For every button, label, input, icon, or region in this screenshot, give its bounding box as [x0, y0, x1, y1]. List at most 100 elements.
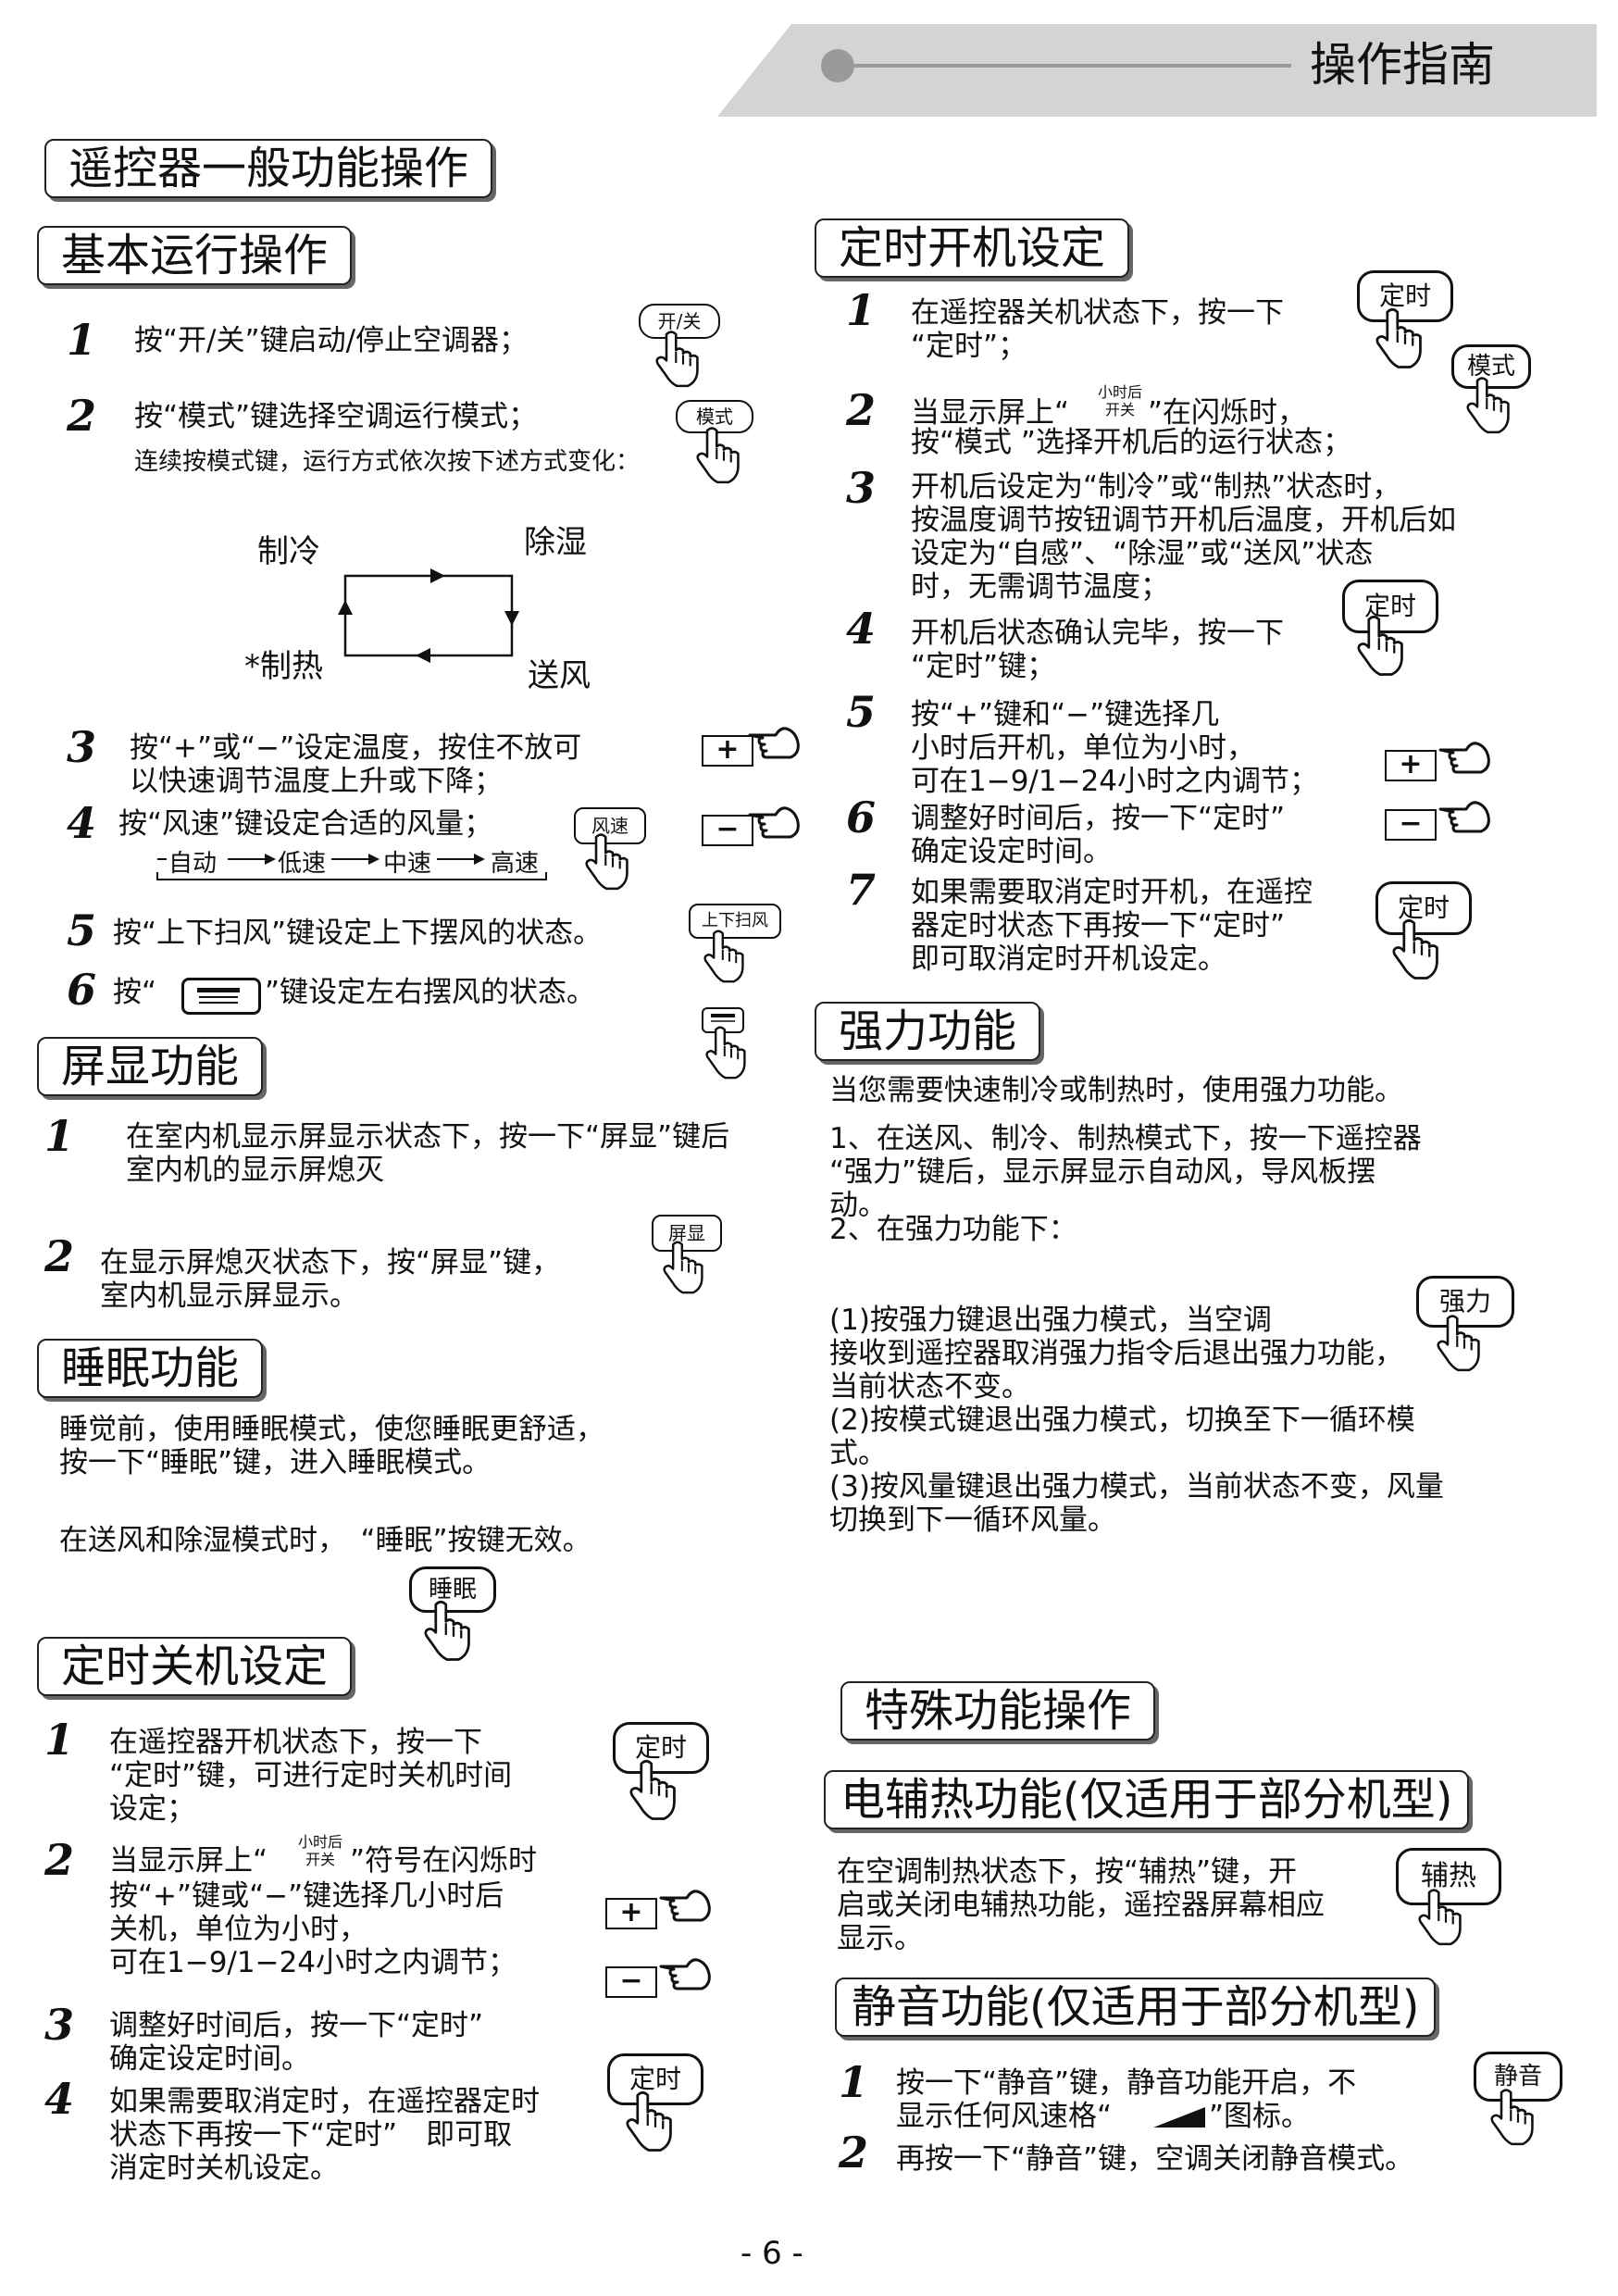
hand-press-icon — [705, 1026, 746, 1079]
timer-on-step-2-a: 当显示屏上“ — [911, 396, 1070, 430]
step-number: 2 — [67, 391, 97, 441]
plus-key[interactable]: + — [605, 1898, 657, 1929]
section-turbo-title: 强力功能 — [815, 1002, 1041, 1061]
timer-key-label[interactable]: 定时 — [607, 2053, 703, 2105]
pointing-hand-icon — [1438, 801, 1490, 833]
timer-on-step-4: 开机后状态确认完毕，按一下 “定时”键； — [911, 617, 1284, 683]
pointing-hand-icon — [659, 1958, 711, 1990]
step-number: 1 — [67, 315, 97, 365]
hours-onoff-icon: 小时后 开关 — [292, 1833, 348, 1868]
timer-key-label[interactable]: 定时 — [613, 1722, 709, 1774]
hand-press-icon — [1418, 1889, 1462, 1946]
hand-press-icon — [663, 1241, 703, 1294]
step-number: 1 — [44, 1715, 75, 1765]
timer-on-step-2-b: ”在闪烁时， — [1148, 396, 1307, 430]
step-number: 2 — [839, 2128, 869, 2177]
hand-press-icon — [1466, 377, 1510, 434]
minus-key[interactable]: − — [702, 815, 753, 846]
display-key-label[interactable]: 屏显 — [652, 1215, 722, 1252]
cycle-fan: 送风 — [528, 657, 591, 694]
hand-press-icon — [1392, 918, 1438, 980]
step-number: 5 — [67, 905, 97, 955]
swing-key-label[interactable]: 上下扫风 — [689, 904, 781, 939]
step-number: 4 — [44, 2074, 75, 2124]
sleep-key-label[interactable]: 睡眠 — [409, 1566, 496, 1613]
fan-speed-key-label[interactable]: 风速 — [574, 807, 646, 844]
hand-press-icon — [1490, 2089, 1534, 2146]
cycle-arrows — [338, 568, 519, 663]
speed-sequence-lines — [156, 854, 547, 880]
speed-mid: 中速 — [383, 850, 432, 878]
main-title: 遥控器一般功能操作 — [44, 139, 493, 198]
hand-press-icon — [626, 2090, 672, 2152]
timer-off-step-2-c: 按“+”键或“−”键选择几小时后 关机，单位为小时， 可在1−9/1−24小时之… — [109, 1879, 517, 1979]
timer-key-label[interactable]: 定时 — [1342, 580, 1438, 633]
basic-step-1: 按“开/关”键启动/停止空调器； — [134, 324, 529, 357]
onoff-key-label[interactable]: 开/关 — [639, 304, 720, 339]
section-basic-title: 基本运行操作 — [37, 226, 353, 285]
aux-heat-key-label[interactable]: 辅热 — [1396, 1848, 1501, 1905]
step-number: 1 — [839, 2057, 869, 2107]
mute-step-1-b: ”图标。 — [1209, 2100, 1311, 2133]
timer-off-step-2-a: 当显示屏上“ — [109, 1844, 268, 1878]
timer-off-step-3: 调整好时间后，按一下“定时” 确定设定时间。 — [109, 2009, 484, 2076]
minus-key[interactable]: − — [1385, 809, 1437, 841]
hours-icon-bottom: 开关 — [1104, 401, 1135, 418]
minus-key[interactable]: − — [605, 1966, 657, 1998]
fan-speed-sequence: 自动 低速 中速 高速 — [148, 841, 555, 881]
hand-press-icon — [585, 833, 629, 891]
swing-lines-icon — [197, 988, 240, 1004]
mute-step-2: 再按一下“静音”键，空调关闭静音模式。 — [896, 2142, 1414, 2176]
step-number: 3 — [67, 722, 97, 772]
mode-key-label[interactable]: 模式 — [1451, 344, 1531, 389]
mute-key-label[interactable]: 静音 — [1474, 2052, 1562, 2102]
turbo-key-label[interactable]: 强力 — [1416, 1276, 1514, 1328]
hours-icon-top: 小时后 — [297, 1833, 342, 1851]
timer-off-step-2-b: ”符号在闪烁时 — [350, 1844, 538, 1878]
basic-step-6-a: 按“ — [113, 976, 157, 1009]
cycle-heat: *制热 — [244, 648, 323, 685]
section-aux-heat-title: 电辅热功能(仅适用于部分机型) — [824, 1770, 1470, 1829]
step-number: 1 — [44, 1111, 75, 1161]
basic-step-2-note: 连续按模式键，运行方式依次按下述方式变化： — [134, 448, 641, 476]
section-display-title: 屏显功能 — [37, 1037, 264, 1096]
hours-icon-top: 小时后 — [1097, 383, 1142, 401]
turbo-intro: 当您需要快速制冷或制热时，使用强力功能。 — [829, 1074, 1403, 1107]
timer-off-step-1: 在遥控器开机状态下，按一下 “定时”键，可进行定时关机时间 设定； — [109, 1726, 513, 1826]
hand-press-icon — [655, 331, 699, 388]
timer-on-step-2-c: 按“模式 ”选择开机后的运行状态； — [911, 426, 1351, 459]
header-title: 操作指南 — [1310, 38, 1495, 92]
timer-on-step-7: 如果需要取消定时开机，在遥控 器定时状态下再按一下“定时” 即可取消定时开机设定… — [911, 876, 1313, 976]
hours-icon-bottom: 开关 — [305, 1851, 335, 1868]
timer-key-label[interactable]: 定时 — [1375, 881, 1472, 935]
pointing-hand-icon — [1438, 742, 1490, 774]
step-number: 2 — [44, 1835, 75, 1885]
plus-key[interactable]: + — [702, 735, 753, 767]
horizontal-swing-icon — [181, 978, 261, 1015]
timer-on-step-5: 按“+”键和“−”键选择几 小时后开机，单位为小时， 可在1−9/1−24小时之… — [911, 698, 1319, 798]
turbo-paragraph-1: 1、在送风、制冷、制热模式下，按一下遥控器 “强力”键后，显示屏显示自动风，导风… — [829, 1122, 1422, 1222]
step-number: 2 — [846, 385, 877, 435]
timer-on-step-3: 开机后设定为“制冷”或“制热”状态时， 按温度调节按钮调节开机后温度，开机后如 … — [911, 470, 1456, 604]
header-shape — [717, 24, 1597, 117]
timer-on-step-1: 在遥控器关机状态下，按一下 “定时”； — [911, 296, 1284, 363]
hand-press-icon — [696, 427, 740, 484]
timer-off-step-4: 如果需要取消定时，在遥控器定时 状态下再按一下“定时” 即可取 消定时关机设定。 — [109, 2085, 540, 2185]
step-number: 6 — [846, 792, 877, 842]
step-number: 2 — [44, 1231, 75, 1281]
pointing-hand-icon — [748, 727, 800, 759]
speed-low: 低速 — [278, 850, 327, 878]
basic-step-6-b: ”键设定左右摆风的状态。 — [265, 976, 596, 1009]
hand-press-icon — [703, 930, 744, 983]
basic-step-5: 按“上下扫风”键设定上下摆风的状态。 — [113, 917, 603, 950]
swing-lines-icon — [711, 1014, 735, 1022]
aux-heat-paragraph: 在空调制热状态下，按“辅热”键，开 启或关闭电辅热功能，遥控器屏幕相应 显示。 — [837, 1855, 1325, 1955]
basic-step-2: 按“模式”键选择空调运行模式； — [134, 400, 538, 433]
plus-key[interactable]: + — [1385, 750, 1437, 781]
section-mute-title: 静音功能(仅适用于部分机型) — [835, 1978, 1437, 2037]
speed-bars-shape — [1153, 2107, 1205, 2128]
turbo-paragraph-2: 2、在强力功能下： — [829, 1213, 1077, 1246]
timer-key-label[interactable]: 定时 — [1357, 270, 1453, 322]
pointing-hand-icon — [748, 806, 800, 839]
turbo-paragraph-3: (1)按强力键退出强力模式，当空调 接收到遥控器取消强力指令后退出强力功能， 当… — [829, 1304, 1444, 1537]
